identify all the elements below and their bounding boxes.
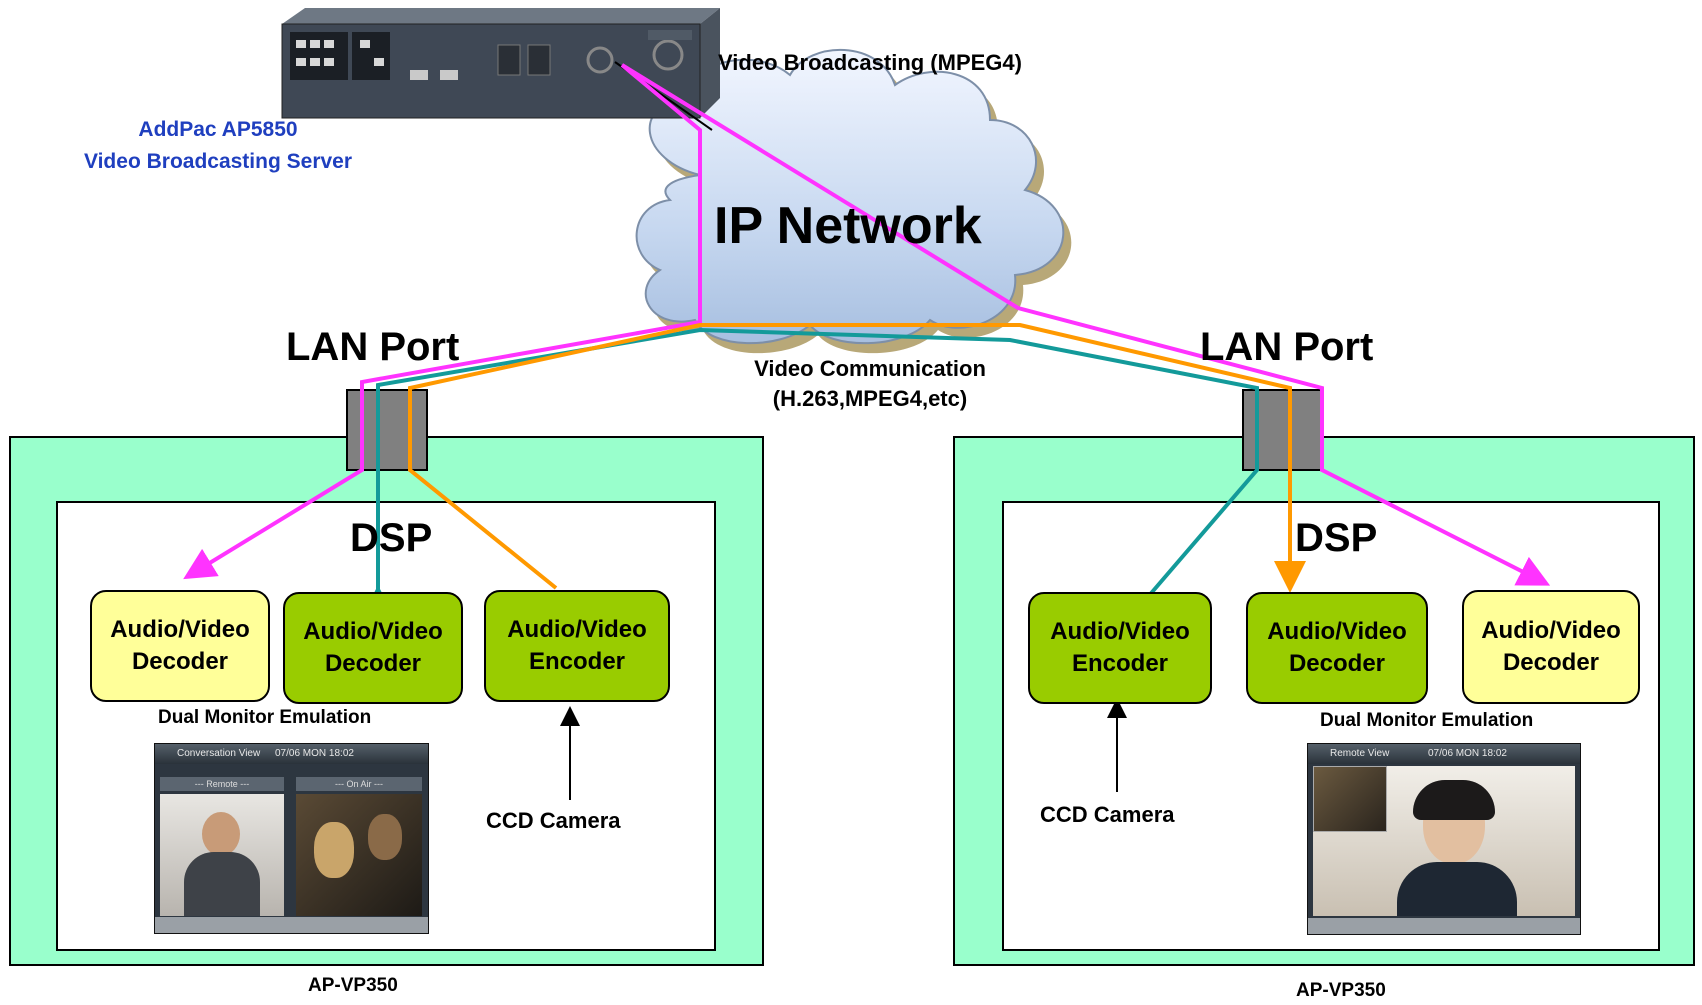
left-camera-label: CCD Camera: [486, 808, 621, 833]
remote-video-feed-large: [1313, 766, 1575, 916]
right-encoder-line2: Encoder: [1071, 650, 1169, 677]
left-panel-onair-label: --- On Air ---: [296, 777, 422, 791]
left-lan-port: [346, 389, 428, 471]
server-name: AddPac AP5850: [138, 118, 298, 141]
right-monitor-titlebar: Remote View 07/06 MON 18:02: [1308, 744, 1580, 764]
right-monitor-statusbar: [1308, 918, 1580, 934]
left-dual-monitor-label: Dual Monitor Emulation: [158, 707, 372, 728]
left-decoder-green-line1: Audio/Video: [303, 618, 443, 645]
right-dsp-label: DSP: [1295, 516, 1378, 560]
server-label: AddPac AP5850 Video Broadcasting Server: [48, 114, 388, 178]
orange-path: [408, 323, 1306, 593]
server-device: [281, 8, 720, 119]
pip-video-feed: [1313, 766, 1387, 832]
left-monitor-statusbar: [155, 917, 428, 933]
right-model-label: AP-VP350: [1296, 980, 1386, 1001]
left-decoder-yellow-line1: Audio/Video: [110, 616, 250, 643]
cloud-label: IP Network: [714, 197, 982, 255]
left-encoder-line2: Encoder: [528, 648, 626, 675]
onair-video-feed: [296, 794, 422, 916]
left-model-label: AP-VP350: [308, 975, 398, 996]
right-dual-monitor-label: Dual Monitor Emulation: [1320, 710, 1534, 731]
right-decoder-green-line2: Decoder: [1288, 650, 1386, 677]
right-lan-port-label: LAN Port: [1200, 325, 1374, 369]
right-monitor-date: 07/06 MON 18:02: [1428, 748, 1507, 759]
right-monitor-title: Remote View: [1330, 748, 1390, 759]
server-role: Video Broadcasting Server: [83, 150, 353, 173]
left-monitor-preview: Conversation View 07/06 MON 18:02 --- Re…: [154, 743, 429, 934]
left-decoder-yellow-line2: Decoder: [131, 648, 229, 675]
teal-path: [362, 327, 1259, 617]
communication-line1: Video Communication: [754, 356, 986, 381]
communication-label: Video Communication (H.263,MPEG4,etc): [700, 354, 1040, 414]
left-panel-remote-label: --- Remote ---: [160, 777, 284, 791]
broadcast-path-left: [183, 63, 702, 580]
left-monitor-date: 07/06 MON 18:02: [275, 748, 354, 759]
communication-line2: (H.263,MPEG4,etc): [772, 386, 968, 411]
left-dsp-label: DSP: [350, 516, 433, 560]
broadcast-path-right: [620, 63, 1551, 586]
left-monitor-title: Conversation View: [177, 748, 261, 759]
remote-video-feed: [160, 794, 284, 916]
right-monitor-preview: Remote View 07/06 MON 18:02: [1307, 743, 1581, 935]
right-camera-label: CCD Camera: [1040, 802, 1175, 827]
right-decoder-green-line1: Audio/Video: [1267, 618, 1407, 645]
left-lan-port-label: LAN Port: [286, 325, 460, 369]
right-decoder-yellow-line2: Decoder: [1502, 649, 1600, 676]
left-monitor-titlebar: Conversation View 07/06 MON 18:02: [155, 744, 428, 764]
broadcast-label: Video Broadcasting (MPEG4): [718, 50, 1022, 75]
left-decoder-green-line2: Decoder: [324, 650, 422, 677]
right-encoder-line1: Audio/Video: [1050, 618, 1190, 645]
right-decoder-yellow-line1: Audio/Video: [1481, 617, 1621, 644]
left-encoder-line1: Audio/Video: [507, 616, 647, 643]
